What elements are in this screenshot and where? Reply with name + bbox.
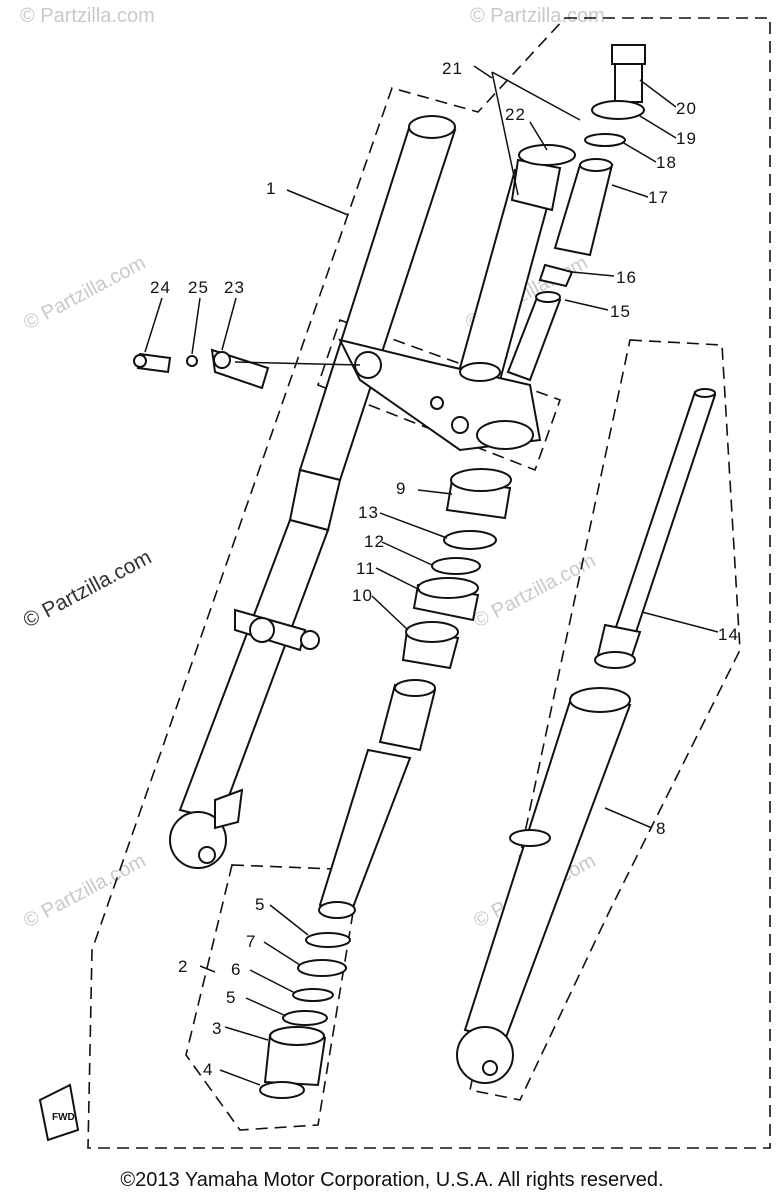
watermark-corner: © Partzilla.com	[20, 5, 155, 27]
damper-cylinder	[318, 679, 437, 919]
callout-22: 22	[505, 105, 526, 124]
watermark-corner-top: © Partzilla.com	[470, 5, 605, 27]
outer-tube-right	[456, 687, 632, 1084]
callout-25: 25	[188, 278, 209, 297]
callout-12: 12	[364, 532, 385, 551]
clamp-bolt-group	[133, 348, 361, 390]
top-hardware	[506, 44, 646, 382]
fwd-badge-text: FWD	[52, 1112, 75, 1123]
watermark-left-middle: © Partzilla.com	[20, 546, 156, 633]
watermark-left-upper: © Partzilla.com	[20, 252, 149, 335]
callout-16: 16	[616, 268, 637, 287]
callout-10: 10	[352, 586, 373, 605]
callout-17: 17	[648, 188, 669, 207]
callout-21: 21	[442, 59, 463, 78]
callout-4: 4	[203, 1060, 213, 1079]
fwd-direction-badge: FWD	[38, 1083, 80, 1142]
callout-6: 6	[231, 960, 241, 979]
callout-14: 14	[718, 625, 739, 644]
callout-20: 20	[676, 99, 697, 118]
callout-5-lower: 5	[226, 988, 236, 1007]
callout-13: 13	[358, 503, 379, 522]
callout-23: 23	[224, 278, 245, 297]
callout-1: 1	[266, 179, 276, 198]
steering-stem-bracket	[338, 144, 576, 452]
callout-19: 19	[676, 129, 697, 148]
bearing-stack	[401, 468, 512, 670]
leader-lines	[144, 65, 719, 1086]
front-fork-exploded-diagram: © Partzilla.com © Partzilla.com © Partzi…	[20, 5, 771, 1149]
watermark-right-middle: © Partzilla.com	[470, 550, 599, 633]
outline-inner-fork	[469, 339, 741, 1101]
callout-numbers: 1 2 3 4 5 5 6 7 8 9 10 11 12 13 14 15 16…	[150, 59, 739, 1079]
callout-7: 7	[246, 932, 256, 951]
inner-tube-right	[594, 388, 717, 669]
callout-2: 2	[178, 957, 188, 976]
callout-3: 3	[212, 1019, 222, 1038]
callout-9: 9	[396, 479, 406, 498]
callout-8: 8	[656, 819, 666, 838]
seal-kit	[259, 932, 351, 1099]
watermark-left-lower: © Partzilla.com	[20, 850, 149, 933]
callout-18: 18	[656, 153, 677, 172]
callout-24: 24	[150, 278, 171, 297]
callout-5-upper: 5	[255, 895, 265, 914]
outer-tube-left	[169, 115, 457, 869]
callout-15: 15	[610, 302, 631, 321]
copyright-footer: ©2013 Yamaha Motor Corporation, U.S.A. A…	[120, 1169, 664, 1191]
outline-main-assembly	[87, 17, 771, 1149]
callout-11: 11	[356, 559, 376, 578]
